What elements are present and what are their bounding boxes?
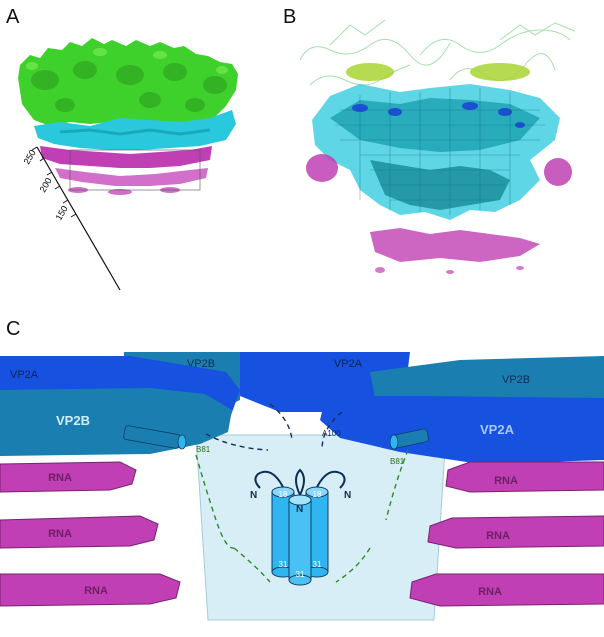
label-a100: A100 [322, 429, 341, 438]
label-right-vp2b: VP2B [502, 374, 530, 386]
panel-c-letter: C [6, 318, 21, 340]
label-b81-right: B81 [390, 457, 405, 466]
panel-b-letter: B [283, 6, 297, 28]
cyan-density-layer [34, 110, 236, 150]
helix-31-right: 31 [313, 560, 322, 569]
magenta-density-blobs [306, 154, 572, 274]
label-top-vp2a: VP2A [334, 358, 363, 370]
label-rna-left-3: RNA [84, 585, 108, 597]
helix-n-right: N [344, 490, 351, 501]
helix-18-right: 18 [313, 490, 322, 499]
cylinder-b81-left [123, 425, 187, 450]
yellow-density-right [470, 63, 530, 81]
label-b81-left: B81 [196, 445, 211, 454]
label-right-vp2a: VP2A [480, 422, 515, 437]
label-rna-right-1: RNA [494, 475, 518, 487]
label-left-vp2b: VP2B [56, 413, 90, 428]
helix-n-left: N [250, 490, 257, 501]
capsid-surface-green [18, 38, 238, 126]
label-rna-right-2: RNA [486, 530, 510, 542]
rna-strands-left [0, 461, 181, 607]
rna-strands-right [409, 461, 604, 607]
label-rna-left-1: RNA [48, 472, 72, 484]
helix-31-left: 31 [279, 560, 288, 569]
panel-a-letter: A [6, 6, 20, 28]
selection-box [69, 149, 201, 191]
yellow-density-left [346, 63, 394, 81]
cylinder-b81-right [389, 428, 429, 450]
label-rna-right-3: RNA [478, 586, 502, 598]
label-left-vp2a: VP2A [10, 369, 39, 381]
cyan-mesh-density [312, 84, 560, 220]
helix-18-left: 18 [279, 490, 288, 499]
helix-n-mid: N [296, 504, 303, 515]
panel-a-figure: 250 200 150 [18, 38, 238, 291]
magenta-rna-layer [40, 146, 212, 195]
dashed-connectors [195, 403, 409, 583]
panel-b-figure [299, 19, 576, 274]
label-rna-left-2: RNA [48, 528, 72, 540]
helix-31-mid: 31 [296, 570, 305, 579]
helix-bundle [254, 468, 346, 586]
